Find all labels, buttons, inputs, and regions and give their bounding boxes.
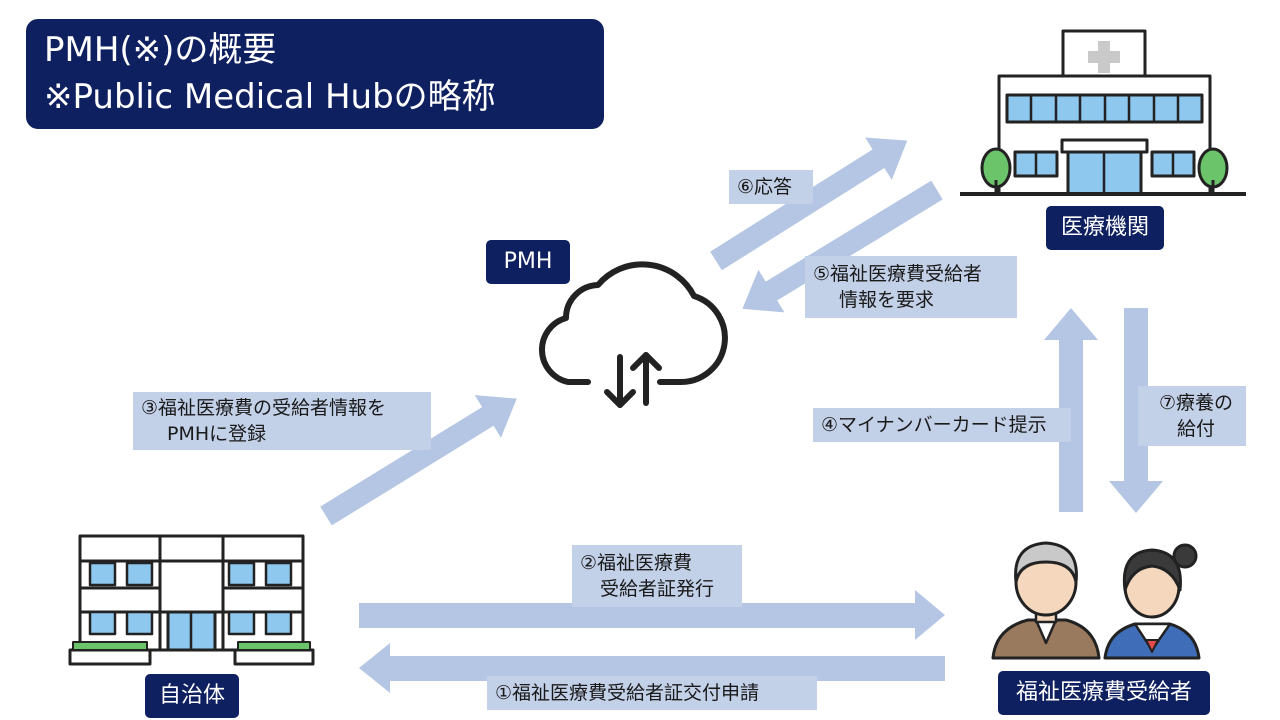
title-box: PMH(※)の概要 ※Public Medical Hubの略称 xyxy=(26,19,604,129)
recipients-icon xyxy=(991,541,1201,660)
title-line-2: ※Public Medical Hubの略称 xyxy=(44,77,496,117)
step-2-issue-certificate: ②福祉医療費 受給者証発行 xyxy=(572,545,742,607)
step-1-apply-certificate: ①福祉医療費受給者証交付申請 xyxy=(487,676,817,710)
hospital-label: 医療機関 xyxy=(1046,206,1164,250)
step-7-line-1: ⑦療養の xyxy=(1158,392,1234,414)
step-3-line-1: ③福祉医療費の受給者情報を xyxy=(141,397,387,419)
step-1-text: ①福祉医療費受給者証交付申請 xyxy=(495,682,760,704)
step-3-register-pmh: ③福祉医療費の受給者情報を PMHに登録 xyxy=(133,392,431,450)
city-hall-icon xyxy=(68,534,315,666)
municipality-label: 自治体 xyxy=(145,674,239,718)
pmh-label: PMH xyxy=(486,240,570,284)
step-7-line-2: 給付 xyxy=(1176,418,1215,440)
step-5-line-1: ⑤福祉医療費受給者 xyxy=(813,263,983,285)
step-4-text: ④マイナンバーカード提示 xyxy=(821,414,1047,436)
arrow-register-to-pmh xyxy=(320,395,517,526)
step-4-show-mynumber: ④マイナンバーカード提示 xyxy=(813,408,1071,442)
step-5-request-info: ⑤福祉医療費受給者 情報を要求 xyxy=(805,256,1017,318)
arrow-medical-benefit xyxy=(1109,308,1163,513)
step-2-line-1: ②福祉医療費 xyxy=(580,552,693,574)
arrow-issue-certificate xyxy=(359,590,945,640)
hospital-icon xyxy=(960,29,1246,196)
recipient-label: 福祉医療費受給者 xyxy=(998,671,1210,715)
step-2-line-2: 受給者証発行 xyxy=(600,578,715,600)
step-6-response: ⑥応答 xyxy=(729,170,813,204)
step-5-line-2: 情報を要求 xyxy=(839,289,935,311)
arrow-show-mynumber xyxy=(1044,308,1098,512)
cloud-sync-icon xyxy=(539,261,728,408)
title-line-1: PMH(※)の概要 xyxy=(44,30,277,70)
step-7-medical-benefit: ⑦療養の 給付 xyxy=(1138,386,1246,446)
step-3-line-2: PMHに登録 xyxy=(167,423,267,445)
step-6-text: ⑥応答 xyxy=(737,176,793,198)
arrow-request-to-pmh xyxy=(742,180,943,313)
